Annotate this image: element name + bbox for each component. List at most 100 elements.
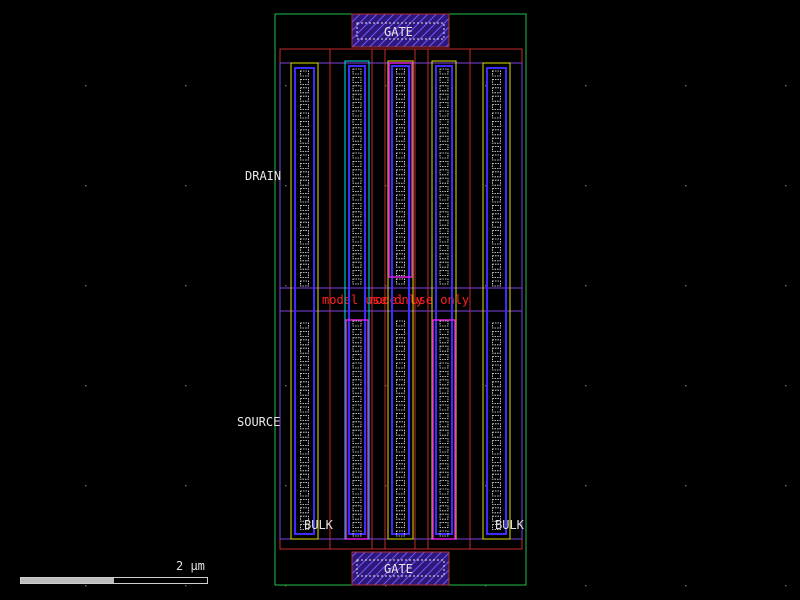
contact-cut <box>300 137 309 144</box>
contact-cut <box>439 404 449 411</box>
contact-cut <box>439 387 449 394</box>
contact-cut <box>396 320 405 327</box>
contact-cut <box>300 498 309 505</box>
contact-cut <box>492 339 501 346</box>
contact-cut <box>439 530 449 537</box>
contact-cut <box>492 490 501 497</box>
contact-cut <box>352 522 362 528</box>
source-label: SOURCE <box>237 415 280 429</box>
contact-cut <box>352 387 362 394</box>
contact-cut <box>352 404 362 411</box>
contact-cut <box>439 320 449 327</box>
contact-cut <box>352 488 362 495</box>
finger-outline-3 <box>387 60 414 540</box>
contact-cut <box>439 354 449 361</box>
contact-cut <box>352 228 362 235</box>
scalebar-fill <box>21 578 114 583</box>
contact-cut <box>396 278 405 285</box>
contact-cut <box>492 70 501 77</box>
contact-cut <box>492 431 501 438</box>
model-note-label-overlap: model use only <box>368 293 469 307</box>
gate-pad-bottom[interactable] <box>351 551 450 586</box>
contact-cut <box>492 482 501 489</box>
contact-cut <box>439 505 449 512</box>
contact-cut <box>492 423 501 430</box>
contact-cut <box>352 345 362 352</box>
contact-cut <box>396 522 405 528</box>
contact-cut <box>396 354 405 361</box>
contact-cut <box>492 162 501 169</box>
contact-cut <box>396 85 405 92</box>
contact-cut <box>396 202 405 209</box>
contact-cut <box>492 406 501 413</box>
contact-cut <box>396 421 405 428</box>
contact-cut <box>439 152 449 159</box>
contact-cut <box>352 93 362 100</box>
contact-cut <box>300 263 309 270</box>
contact-cut <box>352 446 362 453</box>
contact-cut <box>396 110 405 117</box>
contact-cut <box>396 186 405 193</box>
contact-cut <box>352 513 362 520</box>
contact-cut <box>439 438 449 445</box>
contact-cut <box>300 364 309 371</box>
gate-pad-top[interactable] <box>351 13 450 48</box>
contact-cut <box>352 102 362 108</box>
contact-cut <box>439 421 449 428</box>
contact-cut <box>492 389 501 396</box>
contact-cut <box>352 320 362 327</box>
contact-cut <box>352 135 362 142</box>
contact-cut <box>492 414 501 421</box>
contact-cut <box>492 238 501 245</box>
contact-cut <box>300 79 309 85</box>
contact-cut <box>439 144 449 151</box>
contact-cut <box>439 169 449 176</box>
contact-cut <box>492 129 501 136</box>
contact-cut <box>352 194 362 201</box>
contact-cut <box>300 213 309 220</box>
contact-cut <box>352 160 362 167</box>
contact-cut <box>300 330 309 337</box>
contact-cut <box>439 68 449 75</box>
contact-cut <box>396 102 405 108</box>
contact-cut <box>396 530 405 537</box>
contact-cut <box>396 228 405 235</box>
contact-cut <box>439 194 449 201</box>
contact-cut <box>300 204 309 211</box>
contact-cut <box>300 490 309 497</box>
finger-diffusion-5 <box>486 67 507 535</box>
contact-cut <box>492 498 501 505</box>
poly-fingers <box>329 49 471 549</box>
contact-cut <box>352 77 362 83</box>
contact-cut <box>396 270 405 277</box>
contact-cut <box>396 387 405 394</box>
contact-cut <box>492 440 501 447</box>
contact-cut <box>300 440 309 447</box>
contact-cut <box>300 465 309 472</box>
contact-cut <box>439 236 449 243</box>
contact-cut <box>396 429 405 436</box>
contact-cut <box>492 364 501 371</box>
contact-cut <box>300 154 309 161</box>
contact-cut <box>352 144 362 151</box>
contact-cut <box>300 238 309 245</box>
contact-cut <box>300 524 309 530</box>
contact-cut <box>352 421 362 428</box>
contact-cut <box>352 278 362 285</box>
contact-cut <box>396 119 405 125</box>
contact-cut <box>439 345 449 352</box>
contact-cut <box>396 253 405 260</box>
contact-cut <box>439 522 449 528</box>
contact-cut <box>396 144 405 151</box>
drain-label: DRAIN <box>245 169 281 183</box>
contact-cut <box>352 177 362 184</box>
contact-cut <box>300 280 309 287</box>
contact-cut <box>352 127 362 134</box>
contact-cut <box>352 454 362 461</box>
contact-cut <box>352 362 362 369</box>
contact-cut <box>300 246 309 253</box>
contact-cut <box>492 171 501 178</box>
contact-cut <box>300 179 309 186</box>
contact-cut <box>439 102 449 108</box>
